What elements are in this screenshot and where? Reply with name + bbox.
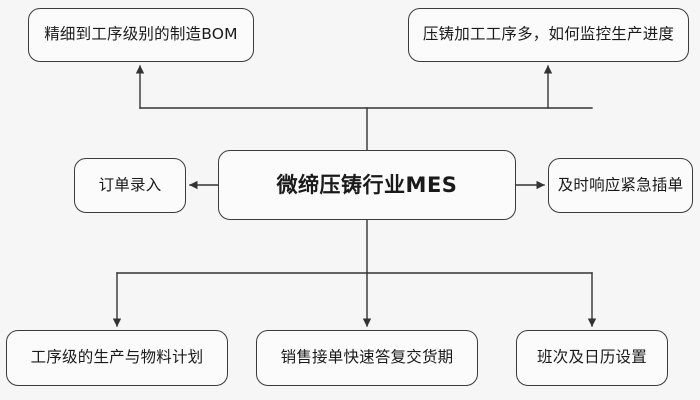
edge-center-to-top-nodes (135, 65, 593, 151)
node-sales-order-delivery-reply[interactable]: 销售接单快速答复交货期 (256, 330, 478, 386)
edge-center-to-bottom-nodes (112, 219, 597, 327)
node-process-level-production-material-plan[interactable]: 工序级的生产与物料计划 (6, 330, 228, 386)
node-manufacturing-bom[interactable]: 精细到工序级别的制造BOM (28, 8, 254, 62)
node-label: 销售接单快速答复交货期 (280, 348, 454, 367)
node-production-progress-monitoring[interactable]: 压铸加工工序多，如何监控生产进度 (408, 8, 689, 62)
node-shift-and-calendar-settings[interactable]: 班次及日历设置 (516, 330, 668, 386)
node-center-mes-hub[interactable]: 微缔压铸行业MES (218, 150, 516, 220)
node-label: 班次及日历设置 (537, 348, 647, 367)
node-label: 精细到工序级别的制造BOM (44, 25, 238, 44)
center-node-label: 微缔压铸行业MES (276, 172, 458, 197)
node-order-entry[interactable]: 订单录入 (74, 158, 186, 213)
node-label: 订单录入 (98, 175, 162, 194)
node-label: 工序级的生产与物料计划 (30, 348, 204, 367)
node-label: 压铸加工工序多，如何监控生产进度 (422, 25, 675, 44)
node-urgent-order-response[interactable]: 及时响应紧急插单 (548, 158, 693, 213)
node-label: 及时响应紧急插单 (557, 175, 684, 194)
